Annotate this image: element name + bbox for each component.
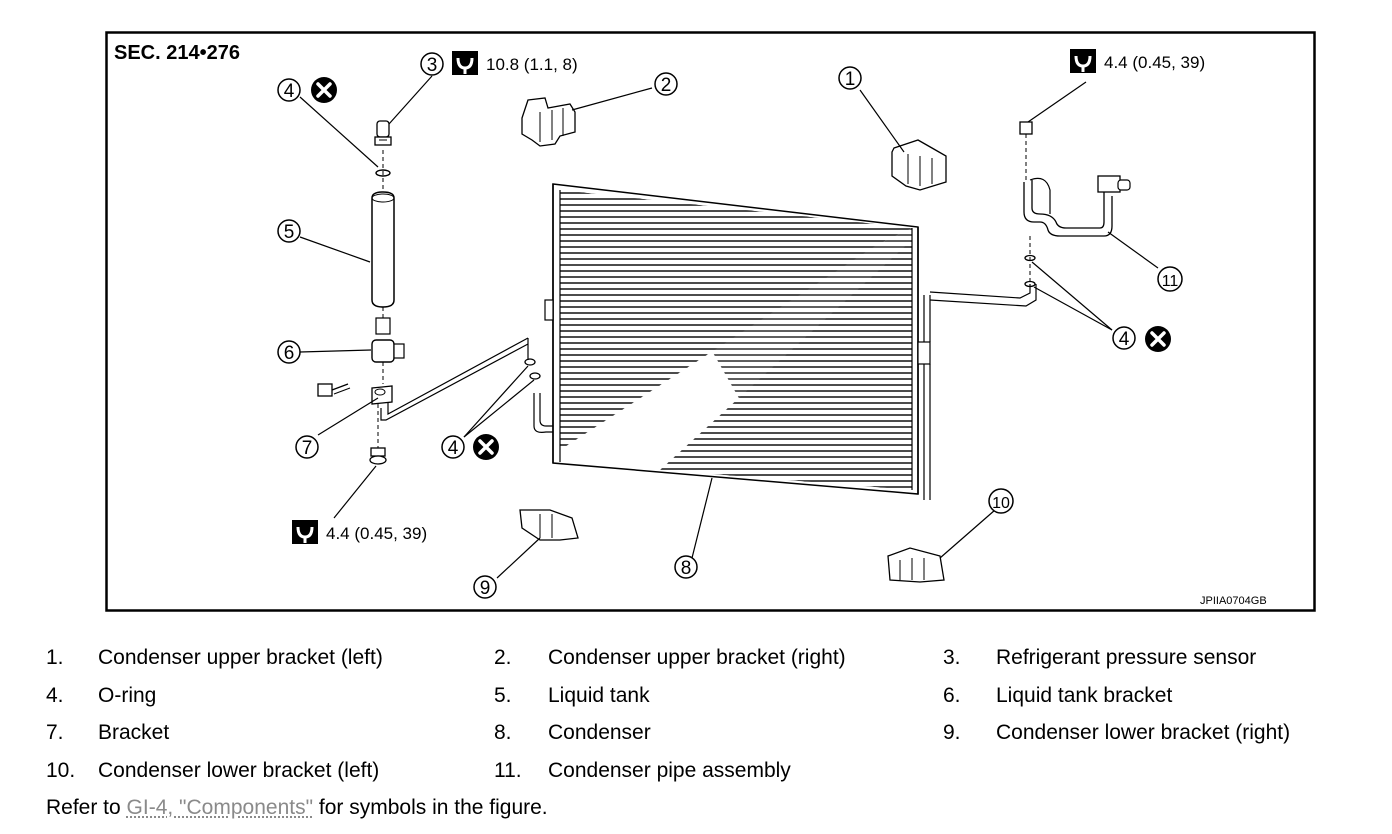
callout-3: 3: [420, 52, 444, 76]
svg-text:9: 9: [480, 578, 491, 599]
legend-label: Refrigerant pressure sensor: [996, 646, 1257, 669]
do-not-reuse-icon: [311, 77, 337, 103]
legend-label: Condenser: [548, 721, 651, 745]
callout-4: 4: [277, 78, 301, 102]
components-link[interactable]: GI-4, "Components": [126, 796, 314, 819]
exploded-view-diagram: SEC. 214•276 JPIIA0704GB: [105, 31, 1316, 612]
svg-text:7: 7: [302, 438, 313, 459]
legend-label: Condenser upper bracket (right): [548, 646, 846, 669]
legend-label: O-ring: [98, 683, 157, 707]
liquid-tank: [371, 150, 395, 335]
callout-1: 1: [838, 66, 862, 90]
callout-5: 5: [277, 219, 301, 243]
callout-11: 11: [1157, 266, 1183, 292]
svg-text:4.4 (0.45, 39): 4.4 (0.45, 39): [1104, 53, 1205, 72]
svg-text:10: 10: [992, 495, 1010, 512]
condenser-pipe-right: [929, 284, 1037, 307]
legend-row: 4. O-ring 5. Liquid tank 6. Liquid tank bra…: [46, 684, 1376, 722]
bracket-part: [369, 385, 393, 465]
legend-label: Liquid tank bracket: [996, 683, 1173, 707]
torque-spec: 4.4 (0.45, 39): [1070, 49, 1205, 73]
parts-legend: 1. Condenser upper bracket (left) 2. Conde…: [46, 646, 1376, 797]
svg-text:10.8 (1.1, 8): 10.8 (1.1, 8): [486, 55, 578, 74]
callout-4: 4: [441, 435, 465, 459]
condenser: [533, 183, 931, 500]
refer-prefix: Refer to: [46, 796, 127, 819]
legend-num: 5.: [494, 683, 512, 707]
legend-num: 1.: [46, 646, 64, 669]
callout-6: 6: [277, 340, 301, 364]
callout-8: 8: [674, 555, 698, 579]
svg-text:5: 5: [284, 222, 295, 243]
svg-text:4.4 (0.45, 39): 4.4 (0.45, 39): [326, 524, 427, 543]
svg-text:3: 3: [427, 55, 438, 76]
leader-lines: [299, 75, 1159, 579]
refrigerant-pressure-sensor: [374, 120, 392, 146]
section-label: SEC. 214•276: [114, 42, 240, 64]
refer-note: Refer to GI-4, "Components" for symbols …: [46, 796, 548, 820]
condenser-lower-bracket-left: [887, 547, 945, 583]
legend-label: Bracket: [98, 721, 170, 745]
o-ring-shape: [529, 372, 541, 380]
diagram-frame: [105, 31, 1316, 612]
callout-2: 2: [654, 72, 678, 96]
legend-num: 4.: [46, 683, 64, 707]
svg-text:4: 4: [284, 81, 295, 102]
callout-9: 9: [473, 575, 497, 599]
legend-num: 8.: [494, 721, 512, 745]
legend-row: 7. Bracket 8. Condenser 9. Condenser lower …: [46, 721, 1376, 759]
do-not-reuse-icon: [1145, 326, 1171, 352]
legend-num: 7.: [46, 721, 64, 745]
liquid-tank-bracket: [317, 339, 405, 397]
callout-4: 4: [1112, 326, 1136, 350]
condenser-upper-bracket-left: [891, 139, 947, 191]
condenser-lower-bracket-right: [519, 509, 579, 541]
o-ring-shape: [524, 358, 536, 366]
bracket-pipe-left: [380, 337, 529, 421]
callout-markers: 3 4 2 1 5 6 7 4 4 11 8 9 10: [277, 52, 1183, 599]
condenser-upper-bracket-right: [521, 97, 576, 147]
legend-num: 11.: [494, 759, 522, 783]
legend-label: Condenser upper bracket (left): [98, 646, 383, 669]
legend-row: 10. Condenser lower bracket (left) 11. Con…: [46, 759, 1376, 797]
legend-label: Condenser pipe assembly: [548, 759, 791, 783]
callout-7: 7: [295, 435, 319, 459]
figure-code: JPIIA0704GB: [1200, 595, 1267, 607]
legend-num: 2.: [494, 646, 512, 669]
torque-spec: 4.4 (0.45, 39): [292, 520, 427, 544]
legend-row: 1. Condenser upper bracket (left) 2. Conde…: [46, 646, 1376, 684]
legend-num: 10.: [46, 759, 76, 783]
legend-num: 6.: [943, 683, 961, 707]
svg-text:11: 11: [1162, 273, 1179, 290]
legend-label: Condenser lower bracket (right): [996, 721, 1291, 745]
condenser-pipe-assembly: [1019, 121, 1131, 288]
svg-text:4: 4: [448, 438, 459, 459]
legend-num: 3.: [943, 646, 961, 669]
svg-text:6: 6: [284, 343, 295, 364]
callout-10: 10: [988, 488, 1014, 514]
do-not-reuse-icon: [473, 434, 499, 460]
refer-suffix: for symbols in the figure.: [313, 796, 548, 819]
svg-text:4: 4: [1119, 329, 1130, 350]
svg-text:1: 1: [845, 69, 856, 90]
torque-spec: 10.8 (1.1, 8): [452, 51, 578, 75]
legend-label: Condenser lower bracket (left): [98, 759, 380, 783]
svg-text:2: 2: [661, 75, 672, 96]
legend-num: 9.: [943, 721, 961, 745]
svg-text:8: 8: [681, 558, 692, 579]
legend-label: Liquid tank: [548, 683, 650, 707]
